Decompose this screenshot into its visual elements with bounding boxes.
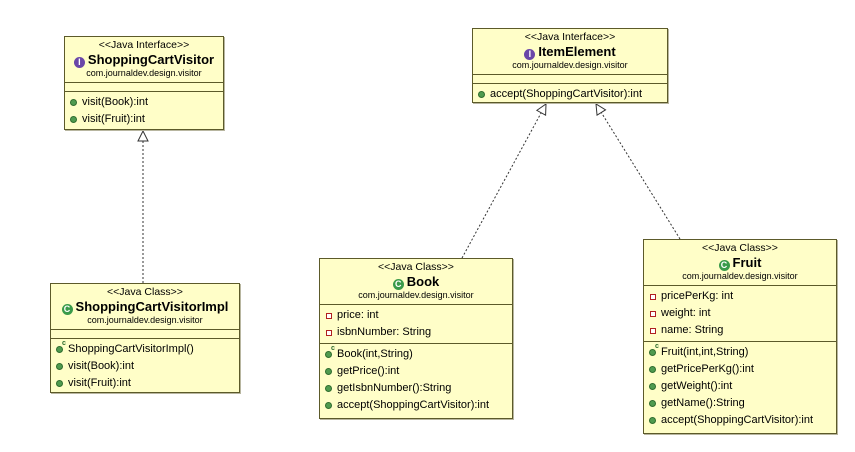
operation-row[interactable]: accept(ShoppingCartVisitor):int bbox=[648, 412, 832, 429]
stereotype-label: <<Java Class>> bbox=[702, 242, 778, 254]
operation-row[interactable]: getIsbnNumber():String bbox=[324, 380, 508, 397]
class-name: Fruit bbox=[732, 255, 762, 270]
attribute-row[interactable]: weight: int bbox=[648, 305, 832, 322]
stereotype-label: <<Java Class>> bbox=[378, 261, 454, 273]
attributes-section bbox=[51, 329, 239, 338]
private-field-icon bbox=[650, 328, 656, 334]
public-method-icon bbox=[649, 417, 656, 424]
public-method-icon bbox=[70, 116, 77, 123]
public-method-icon bbox=[649, 366, 656, 373]
package-label: com.journaldev.design.visitor bbox=[358, 290, 474, 300]
operation-row[interactable]: visit(Fruit):int bbox=[55, 375, 235, 392]
package-label: com.journaldev.design.visitor bbox=[86, 68, 202, 78]
class-icon: C bbox=[718, 260, 730, 271]
package-label: com.journaldev.design.visitor bbox=[87, 315, 203, 325]
class-name: ItemElement bbox=[538, 44, 616, 59]
attributes-section bbox=[65, 82, 223, 91]
public-method-icon bbox=[56, 346, 63, 353]
attribute-row[interactable]: pricePerKg: int bbox=[648, 288, 832, 305]
realization-book-to-itemelement bbox=[461, 104, 546, 259]
constructor-icon: c bbox=[331, 345, 335, 352]
class-icon: C bbox=[392, 279, 404, 290]
realization-fruit-to-itemelement bbox=[596, 104, 681, 240]
operation-row[interactable]: accept(ShoppingCartVisitor):int bbox=[477, 86, 663, 103]
operations-section: visit(Book):int visit(Fruit):int bbox=[65, 91, 223, 130]
operation-row[interactable]: visit(Book):int bbox=[69, 94, 219, 111]
constructor-icon: c bbox=[655, 343, 659, 350]
class-name: Book bbox=[406, 274, 440, 289]
operation-row[interactable]: getPricePerKg():int bbox=[648, 361, 832, 378]
operation-row[interactable]: visit(Book):int bbox=[55, 358, 235, 375]
attributes-section bbox=[473, 74, 667, 83]
public-method-icon bbox=[325, 368, 332, 375]
stereotype-label: <<Java Class>> bbox=[107, 286, 183, 298]
attribute-row[interactable]: price: int bbox=[324, 307, 508, 324]
public-method-icon bbox=[649, 400, 656, 407]
public-method-icon bbox=[56, 363, 63, 370]
attributes-section: price: int isbnNumber: String bbox=[320, 304, 512, 343]
public-method-icon bbox=[325, 385, 332, 392]
public-method-icon bbox=[325, 402, 332, 409]
attributes-section: pricePerKg: int weight: int name: String bbox=[644, 285, 836, 341]
private-field-icon bbox=[650, 311, 656, 317]
class-name: ShoppingCartVisitor bbox=[87, 52, 215, 67]
private-field-icon bbox=[326, 313, 332, 319]
public-method-icon bbox=[325, 351, 332, 358]
operation-row[interactable]: accept(ShoppingCartVisitor):int bbox=[324, 397, 508, 414]
operation-row[interactable]: getPrice():int bbox=[324, 363, 508, 380]
stereotype-label: <<Java Interface>> bbox=[524, 31, 616, 43]
interface-icon: I bbox=[524, 49, 536, 60]
class-name: ShoppingCartVisitorImpl bbox=[75, 299, 229, 314]
attribute-row[interactable]: isbnNumber: String bbox=[324, 324, 508, 341]
attribute-row[interactable]: name: String bbox=[648, 322, 832, 339]
public-method-icon bbox=[56, 380, 63, 387]
operation-row[interactable]: getName():String bbox=[648, 395, 832, 412]
interface-icon: I bbox=[73, 57, 85, 68]
operation-row[interactable]: getWeight():int bbox=[648, 378, 832, 395]
public-method-icon bbox=[649, 383, 656, 390]
private-field-icon bbox=[326, 330, 332, 336]
public-method-icon bbox=[649, 349, 656, 356]
public-method-icon bbox=[70, 99, 77, 106]
class-icon: C bbox=[61, 304, 73, 315]
package-label: com.journaldev.design.visitor bbox=[512, 60, 628, 70]
package-label: com.journaldev.design.visitor bbox=[682, 271, 798, 281]
constructor-icon: c bbox=[62, 340, 66, 347]
operations-section: accept(ShoppingCartVisitor):int bbox=[473, 83, 667, 105]
stereotype-label: <<Java Interface>> bbox=[98, 39, 190, 51]
operation-row[interactable]: visit(Fruit):int bbox=[69, 111, 219, 128]
public-method-icon bbox=[478, 91, 485, 98]
private-field-icon bbox=[650, 294, 656, 300]
